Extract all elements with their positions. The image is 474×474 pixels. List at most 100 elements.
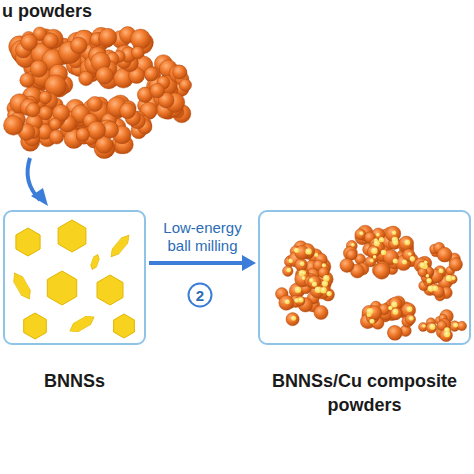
- cu-particle: [49, 130, 63, 144]
- cu-particle: [340, 258, 354, 272]
- bnns-flake: [10, 270, 34, 301]
- cu-particle: [426, 322, 437, 333]
- bnns-dot: [379, 237, 384, 242]
- step-number: 2: [196, 287, 204, 304]
- bnns-dot: [426, 274, 430, 278]
- cu-particle: [399, 236, 414, 251]
- cu-particle: [39, 91, 52, 104]
- cu-particle: [179, 79, 191, 91]
- cu-particle: [374, 263, 390, 279]
- cu-particle: [295, 258, 308, 271]
- bnns-flake: [67, 313, 96, 335]
- bnns-flake: [58, 220, 86, 252]
- bnns-dot: [444, 331, 450, 337]
- bnns-dot: [301, 270, 306, 275]
- bnns-dot: [432, 286, 438, 292]
- arrow-head: [242, 255, 256, 271]
- cu-particle: [295, 296, 305, 306]
- cu-particle: [49, 118, 61, 130]
- bnns-dot: [393, 258, 398, 263]
- bnns-dot: [322, 263, 326, 267]
- bnns-dot: [392, 231, 396, 235]
- cu-particle: [367, 246, 379, 258]
- bnns-dot: [405, 240, 411, 246]
- bnns-dot: [446, 275, 452, 281]
- bnns-dot: [327, 291, 332, 296]
- box-caption: BNNSs/Cu composite powders: [270, 369, 460, 417]
- cu-particle: [283, 266, 294, 277]
- arrow-line: [149, 261, 244, 265]
- cu-particle: [403, 249, 415, 261]
- bnns-dot: [294, 248, 299, 253]
- cu-particle: [30, 60, 47, 77]
- composite-box: BNNSs/Cu composite powders: [258, 210, 471, 345]
- bnns-dot: [288, 258, 293, 263]
- bnns-dot: [314, 253, 318, 257]
- cu-particle: [71, 37, 88, 54]
- cu-particle: [38, 106, 52, 120]
- bnns-dot: [407, 306, 413, 312]
- cu-particle: [388, 326, 403, 341]
- bnns-dot: [374, 240, 380, 246]
- bnns-dot: [322, 281, 328, 287]
- bnns-flake: [16, 228, 40, 256]
- bnns-dot: [392, 309, 398, 315]
- bnns-dot: [370, 259, 374, 263]
- bnns-flake: [24, 313, 47, 339]
- bnns-flake: [47, 271, 76, 305]
- bnns-dot: [370, 319, 375, 324]
- edge-label: Low-energy ball milling: [155, 219, 251, 255]
- cu-particle: [20, 73, 35, 88]
- cu-particle: [279, 295, 294, 310]
- arrow-head: [31, 188, 48, 206]
- bnns-dot: [420, 262, 426, 268]
- bnns-flake: [114, 314, 135, 338]
- cu-particle: [76, 128, 90, 142]
- cu-particle: [87, 121, 105, 139]
- cu-particle: [150, 83, 165, 98]
- bnns-dot: [367, 308, 373, 314]
- bnns-dot: [315, 287, 322, 294]
- cu-particle: [43, 33, 58, 48]
- bnns-dot: [376, 233, 380, 237]
- cu-particle: [99, 28, 117, 46]
- cu-particle: [26, 103, 40, 117]
- cu-particle: [87, 96, 102, 111]
- cu-particle: [449, 258, 462, 271]
- bnns-dot: [451, 276, 455, 280]
- bnns-dot: [295, 287, 301, 293]
- cu-particle: [437, 247, 452, 262]
- circle-ring: [189, 284, 212, 307]
- step-circle: 2: [187, 282, 213, 308]
- bnns-dot: [429, 324, 435, 330]
- process-arrow: [149, 255, 256, 271]
- bnns-flake: [89, 253, 100, 270]
- bnns-dot: [408, 252, 412, 256]
- bnns-dot: [410, 256, 415, 261]
- bnns-dot: [381, 250, 386, 255]
- bnns-dot: [439, 268, 444, 273]
- bnns-dot: [298, 297, 303, 302]
- cu-particle: [457, 321, 466, 330]
- bnns-dot: [453, 323, 458, 328]
- cu-particle: [4, 115, 24, 135]
- cu-particle: [120, 103, 136, 119]
- bnns-dot: [291, 316, 296, 321]
- cu-particle: [21, 34, 38, 51]
- bnns-dot: [305, 248, 311, 254]
- bnns-dot: [422, 324, 426, 328]
- cu-particle: [405, 314, 416, 325]
- cu-particle: [96, 67, 114, 85]
- bnns-dot: [426, 278, 431, 283]
- cu-particle: [286, 313, 299, 326]
- cu-particle: [173, 65, 187, 79]
- powder-label: u powders: [2, 1, 92, 22]
- cu-particle: [314, 305, 328, 319]
- bnns-dot: [309, 278, 314, 283]
- box-caption: BNNSs: [0, 369, 160, 393]
- bnns-dot: [359, 231, 363, 235]
- bnns-dot: [285, 299, 290, 304]
- bnns-dot: [351, 243, 355, 247]
- bnns-dot: [302, 276, 306, 280]
- cu-particle: [131, 29, 151, 49]
